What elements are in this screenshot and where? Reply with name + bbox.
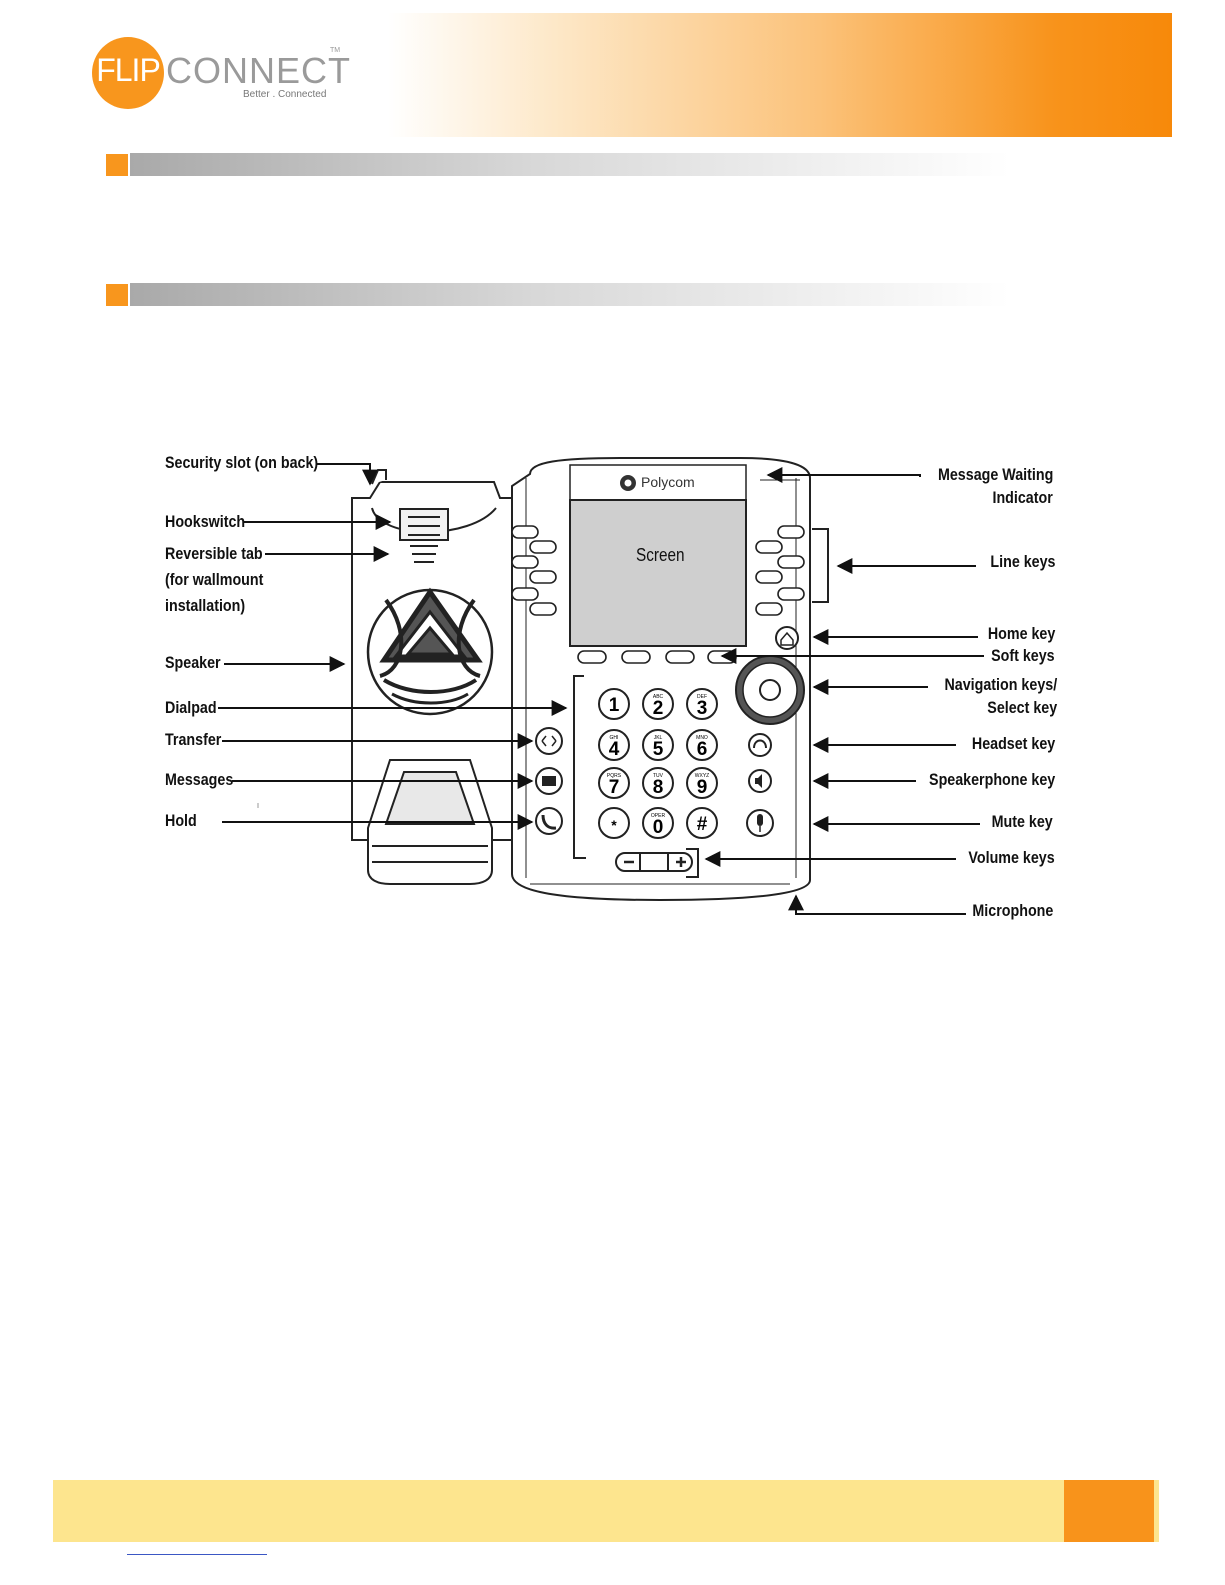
logo-flip-text: FLIP bbox=[96, 52, 161, 88]
dialpad-key-circle bbox=[686, 729, 718, 761]
right-callout-arrows bbox=[704, 467, 984, 915]
dialpad-bracket bbox=[573, 675, 586, 859]
volume-keys bbox=[615, 848, 699, 878]
dialpad-key-circle bbox=[598, 688, 630, 720]
dialpad-key-digit: 3 bbox=[697, 698, 708, 719]
label-headset-key: Headset key bbox=[971, 734, 1055, 753]
section-marker-2 bbox=[106, 284, 128, 306]
label-reversible-tab-2: (for wallmount bbox=[165, 570, 264, 589]
select-key bbox=[759, 679, 781, 701]
dialpad-key: # bbox=[686, 807, 718, 839]
messages-key bbox=[535, 767, 563, 795]
section-marker-1 bbox=[106, 154, 128, 176]
label-security-slot: Security slot (on back) bbox=[165, 453, 319, 472]
dialpad-key-digit: # bbox=[697, 814, 708, 835]
dialpad-key-letters: PQRS bbox=[607, 773, 622, 779]
dialpad-key-circle bbox=[598, 729, 630, 761]
label-hold: Hold bbox=[165, 811, 197, 830]
section-bar-1 bbox=[130, 153, 1010, 176]
screen-label: Screen bbox=[636, 545, 685, 565]
speakerphone-key bbox=[748, 769, 772, 793]
dialpad-key-circle bbox=[686, 767, 718, 799]
label-microphone: Microphone bbox=[972, 901, 1053, 920]
logo-circle bbox=[92, 37, 164, 109]
label-home-key: Home key bbox=[987, 624, 1055, 643]
dialpad-key-digit: 2 bbox=[653, 698, 664, 719]
dialpad-key-circle bbox=[642, 767, 674, 799]
left-callout-arrows bbox=[218, 463, 568, 830]
label-transfer: Transfer bbox=[165, 730, 222, 749]
label-message-waiting-2: Indicator bbox=[992, 488, 1053, 507]
dialpad-key-letters: JKL bbox=[654, 735, 663, 741]
dialpad-key-digit: 7 bbox=[609, 777, 620, 798]
dialpad-key-circle bbox=[686, 688, 718, 720]
dialpad-key-digit: 4 bbox=[609, 739, 620, 760]
screen bbox=[569, 499, 747, 647]
dialpad-key-circle bbox=[642, 807, 674, 839]
dialpad-key-letters: WXYZ bbox=[695, 773, 709, 779]
line-keys-bracket bbox=[812, 528, 829, 603]
label-messages: Messages bbox=[165, 770, 234, 789]
logo-trademark: TM bbox=[330, 47, 341, 54]
dialpad-key-letters: MNO bbox=[696, 735, 708, 741]
dialpad-key-letters: GHI bbox=[610, 735, 619, 741]
section-bar-2 bbox=[130, 283, 1010, 306]
label-dialpad: Dialpad bbox=[165, 698, 217, 717]
dialpad-key: * bbox=[598, 807, 630, 839]
label-message-waiting: Message Waiting bbox=[937, 465, 1053, 484]
dialpad-key-circle bbox=[642, 729, 674, 761]
dialpad-key-digit: * bbox=[611, 817, 617, 833]
dialpad-key-letters: OPER bbox=[651, 813, 666, 819]
label-hookswitch: Hookswitch bbox=[165, 512, 246, 531]
dialpad-key-letters: DEF bbox=[697, 694, 707, 700]
dialpad-key-digit: 1 bbox=[609, 695, 620, 716]
dialpad-key-circle bbox=[598, 807, 630, 839]
dialpad-key-digit: 9 bbox=[697, 777, 708, 798]
label-navigation-keys: Navigation keys/ bbox=[944, 675, 1057, 694]
headset-key bbox=[748, 733, 772, 757]
polycom-brand: Polycom bbox=[641, 474, 695, 490]
dialpad-key-digit: 5 bbox=[653, 739, 664, 760]
dialpad-key-digit: 8 bbox=[653, 777, 664, 798]
label-speakerphone-key: Speakerphone key bbox=[928, 770, 1055, 789]
label-speaker: Speaker bbox=[165, 653, 221, 672]
hold-key bbox=[535, 807, 563, 835]
dialpad-key-letters: TUV bbox=[653, 773, 664, 779]
dialpad-key-circle bbox=[686, 807, 718, 839]
line-keys bbox=[511, 525, 805, 616]
dialpad-key-digit: 6 bbox=[697, 739, 708, 760]
dialpad-key-digit: 0 bbox=[653, 817, 664, 838]
label-volume-keys: Volume keys bbox=[968, 848, 1055, 867]
label-reversible-tab-3: installation) bbox=[165, 596, 246, 615]
label-reversible-tab: Reversible tab bbox=[165, 544, 263, 563]
logo-connect-text: CONNECT bbox=[166, 50, 351, 91]
dialpad-key-circle bbox=[598, 767, 630, 799]
header-banner bbox=[388, 13, 1172, 137]
label-line-keys: Line keys bbox=[989, 552, 1055, 571]
label-soft-keys: Soft keys bbox=[991, 646, 1055, 665]
dialpad-key-letters: ABC bbox=[653, 694, 664, 700]
mute-key bbox=[746, 809, 774, 837]
label-select-key: Select key bbox=[987, 698, 1057, 717]
footer-band bbox=[53, 1480, 1159, 1542]
speaker-grille bbox=[366, 587, 494, 716]
dialpad-key: 1 bbox=[598, 688, 630, 720]
footer-link-rule bbox=[127, 1554, 267, 1555]
footer-page-box bbox=[1064, 1480, 1154, 1542]
dialpad-key-circle bbox=[642, 688, 674, 720]
label-mute-key: Mute key bbox=[991, 812, 1053, 831]
transfer-key bbox=[535, 727, 563, 755]
logo-tagline: Better . Connected bbox=[243, 89, 327, 100]
